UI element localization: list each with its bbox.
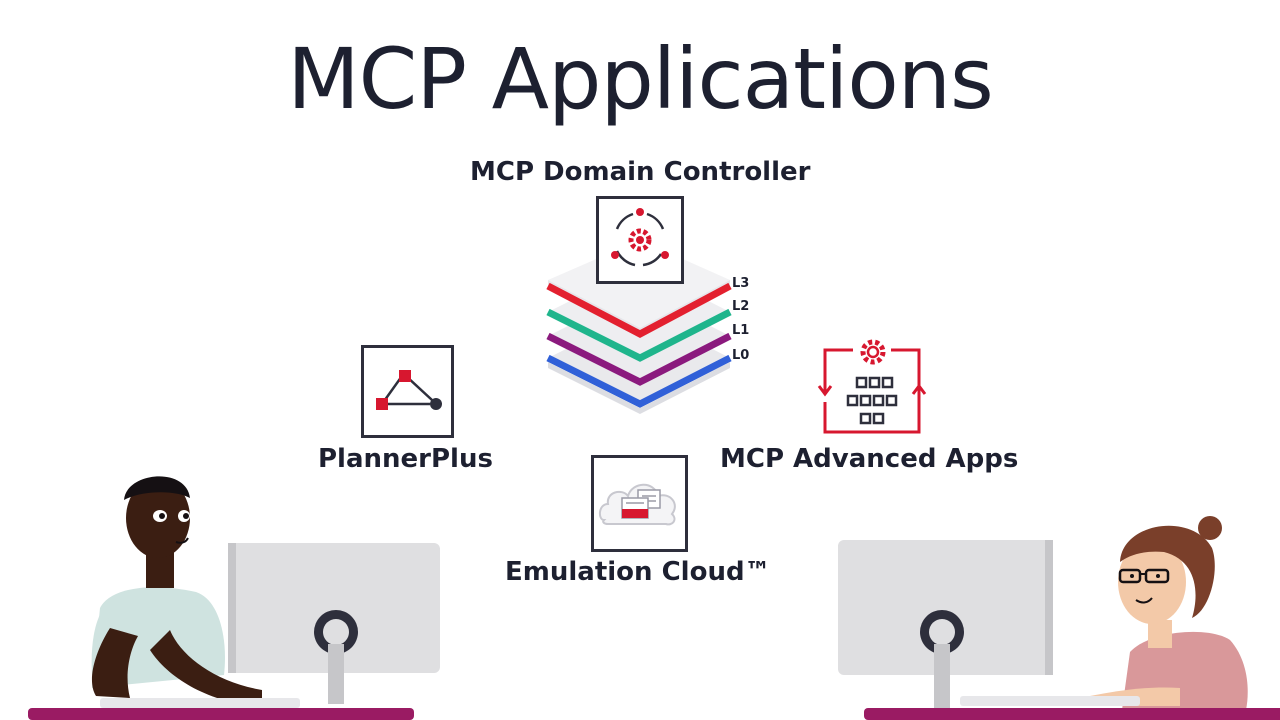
right-person-illustration — [830, 500, 1280, 720]
emulation-cloud-icon-box — [591, 455, 688, 552]
domain-controller-label: MCP Domain Controller — [470, 157, 810, 187]
cloud-windows-icon — [594, 458, 685, 549]
layer-label-l3: L3 — [732, 276, 749, 291]
planner-plus-icon-box — [361, 345, 454, 438]
page-title: MCP Applications — [0, 30, 1280, 128]
layer-label-l0: L0 — [732, 348, 749, 363]
gear-grid-cycle-icon — [815, 330, 930, 440]
advanced-apps-label: MCP Advanced Apps — [720, 444, 1018, 474]
layer-label-l1: L1 — [732, 323, 749, 338]
domain-controller-icon-box — [596, 196, 684, 284]
layer-label-l2: L2 — [732, 299, 749, 314]
left-person-illustration — [0, 460, 450, 720]
graph-nodes-icon — [364, 348, 451, 435]
emulation-cloud-label: Emulation Cloud™ — [505, 557, 771, 587]
gear-cycle-icon — [599, 199, 681, 281]
